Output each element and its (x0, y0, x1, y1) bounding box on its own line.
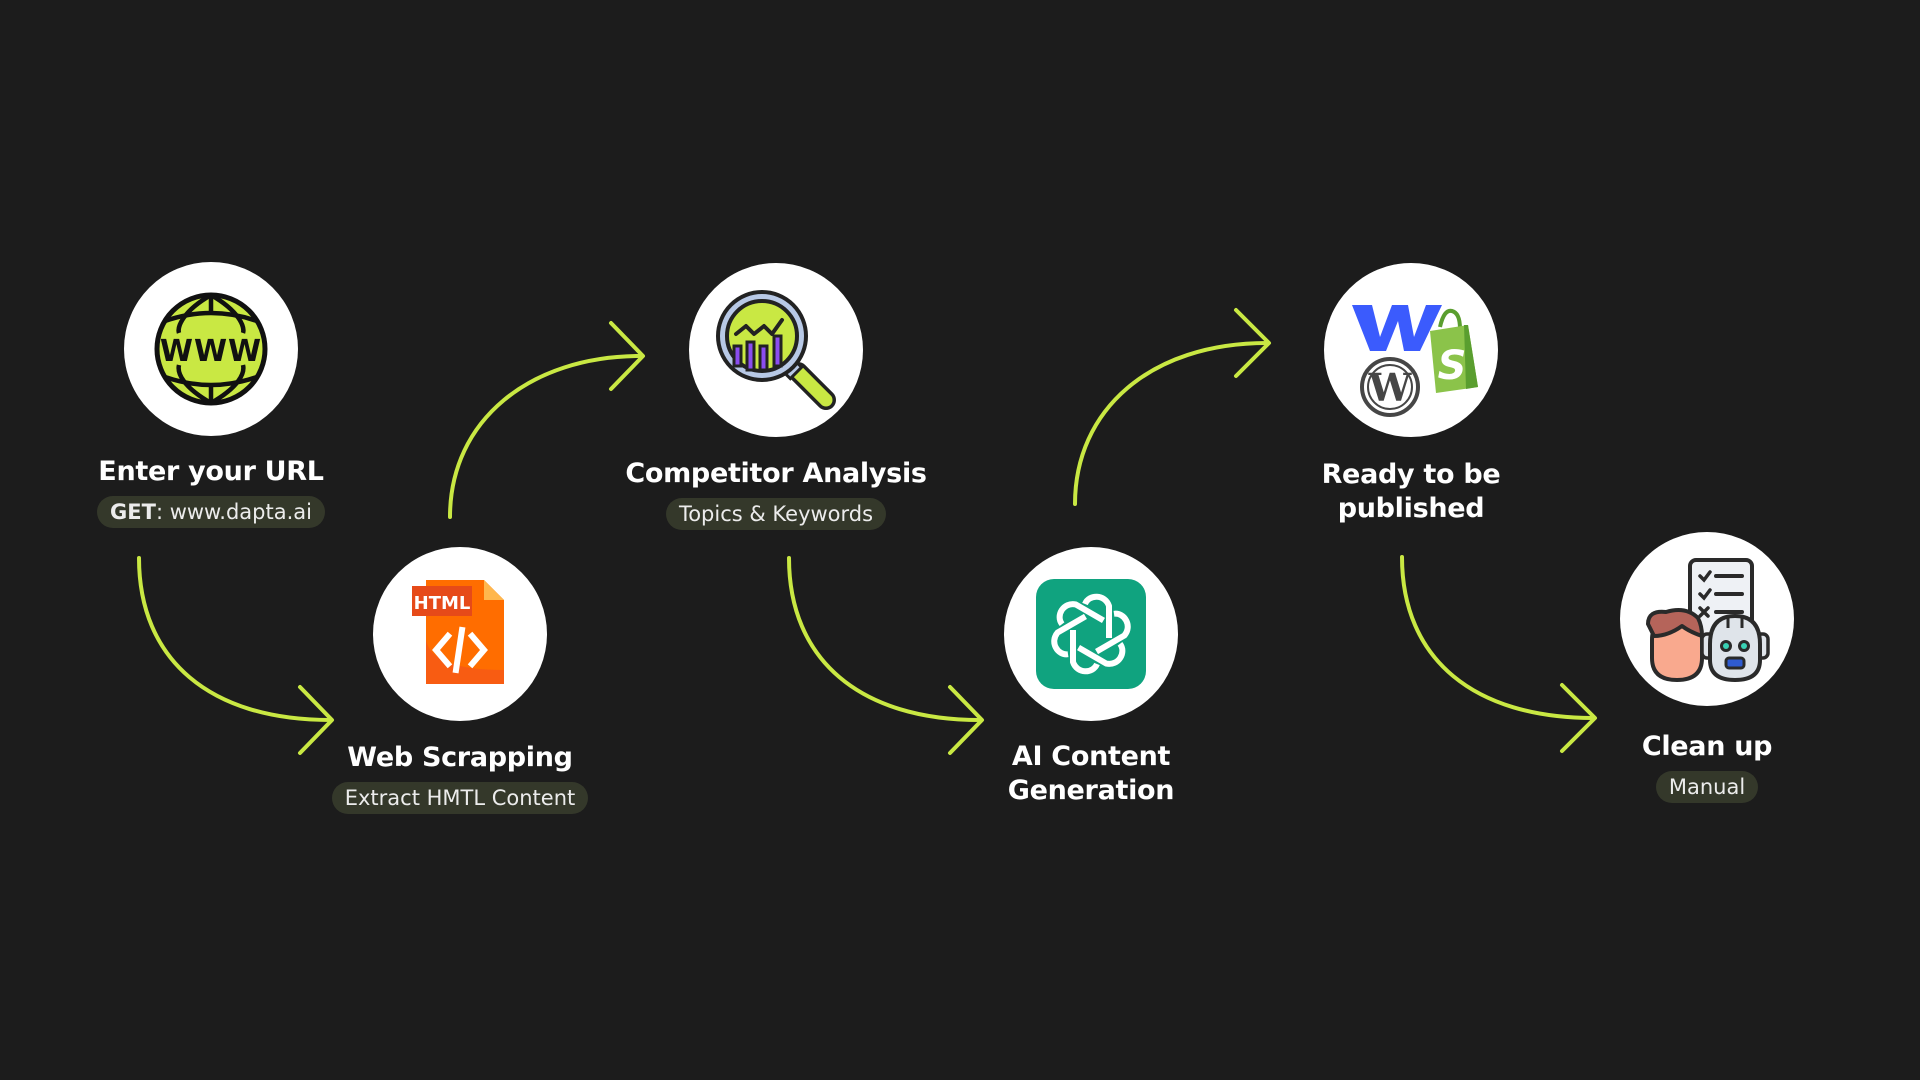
step-subtitle-pill: Topics & Keywords (665, 498, 887, 530)
http-method-label: GET (110, 500, 156, 524)
step-title: Enter your URL (98, 456, 324, 487)
step-title-line: AI Content (1011, 741, 1171, 772)
step-icon-circle: WWW (124, 262, 298, 436)
step-subtitle-pill: GET: www.dapta.ai (97, 496, 325, 528)
step-icon-circle (689, 263, 863, 437)
cms-logos-icon: S W (1352, 305, 1478, 417)
step-title: Clean up (1641, 731, 1773, 762)
html-badge-label: HTML (414, 593, 471, 614)
step-icon-circle: HTML (373, 547, 547, 721)
html-file-icon: HTML (412, 580, 504, 684)
arrow-enter-url-to-web-scrapping (137, 556, 334, 755)
human-face-icon (1646, 608, 1704, 683)
human-robot-checklist-icon (1646, 558, 1770, 683)
arrow-ai-content-to-ready-to-publish (1073, 308, 1271, 506)
step-subtitle-pill: Manual (1655, 771, 1759, 803)
magnifier-chart-icon (716, 290, 836, 410)
globe-www-icon: WWW (154, 292, 268, 406)
step-title: Ready to be published (1161, 458, 1661, 526)
step-title: AI Content Generation (841, 740, 1341, 808)
robot-face-icon (1700, 613, 1770, 683)
openai-logo-icon (1036, 579, 1146, 689)
step-title: Competitor Analysis (625, 458, 927, 489)
svg-text:S: S (1438, 343, 1467, 389)
arrow-web-scrapping-to-competitor-analysis (448, 321, 645, 519)
step-icon-circle: S W (1324, 263, 1498, 437)
step-title-line: Ready to be (1321, 459, 1501, 490)
step-icon-circle (1004, 547, 1178, 721)
svg-text:WWW: WWW (160, 334, 262, 369)
svg-text:W: W (1368, 365, 1413, 410)
arrow-ready-to-publish-to-clean-up (1400, 555, 1597, 753)
webflow-logo-icon (1352, 305, 1442, 351)
step-subtitle-pill: Extract HMTL Content (331, 782, 589, 814)
shopify-logo-icon: S (1430, 308, 1478, 393)
url-value: : www.dapta.ai (155, 500, 312, 524)
arrow-competitor-analysis-to-ai-content (787, 556, 984, 755)
step-title-line: Generation (1007, 775, 1175, 806)
wordpress-logo-icon: W (1360, 357, 1420, 417)
step-title: Web Scrapping (347, 742, 573, 773)
step-title-line: published (1337, 493, 1485, 524)
step-icon-circle (1620, 532, 1794, 706)
